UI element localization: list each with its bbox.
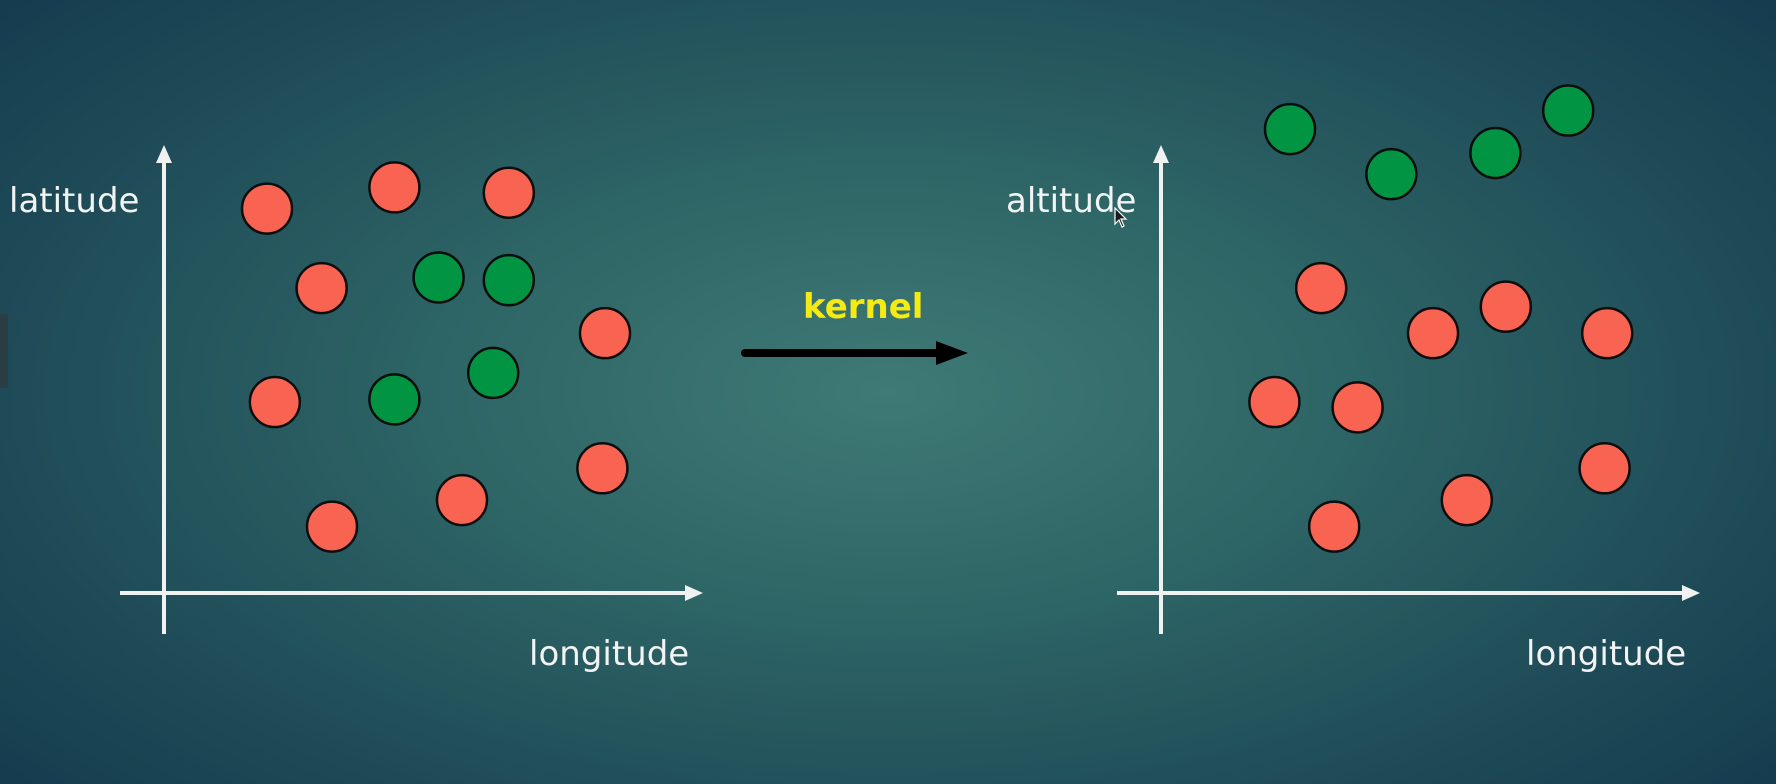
left-point-green-5 xyxy=(412,251,465,304)
side-panel-tab[interactable] xyxy=(0,314,8,388)
left-point-red-3 xyxy=(482,166,536,219)
left-point-red-2 xyxy=(368,161,421,214)
right-point-red-8 xyxy=(1580,306,1634,360)
right-point-green-3 xyxy=(1469,126,1522,180)
left-point-red-9 xyxy=(248,375,302,429)
left-y-axis-label: latitude xyxy=(9,181,140,221)
left-x-axis-arrowhead xyxy=(685,585,703,601)
left-point-red-7 xyxy=(578,306,632,360)
mouse-cursor-icon xyxy=(1114,207,1128,228)
left-point-red-4 xyxy=(295,261,348,315)
left-x-axis-label: longitude xyxy=(529,634,690,674)
left-plot-points xyxy=(240,161,632,553)
right-point-red-12 xyxy=(1440,473,1494,527)
right-plot-points xyxy=(1248,84,1634,553)
right-x-axis-arrowhead xyxy=(1682,585,1700,601)
right-point-red-10 xyxy=(1331,381,1384,434)
kernel-arrow-head xyxy=(936,341,968,365)
left-point-green-10 xyxy=(368,373,421,426)
kernel-label: kernel xyxy=(803,287,924,327)
left-point-green-8 xyxy=(466,346,520,400)
right-y-axis-arrowhead xyxy=(1153,145,1169,163)
right-point-red-6 xyxy=(1406,306,1460,360)
right-point-red-7 xyxy=(1479,280,1533,333)
left-point-red-1 xyxy=(240,182,294,235)
right-point-red-5 xyxy=(1294,261,1348,315)
right-point-red-11 xyxy=(1578,442,1631,495)
right-point-red-9 xyxy=(1248,375,1301,429)
right-point-green-1 xyxy=(1263,102,1317,156)
right-point-red-13 xyxy=(1307,500,1361,553)
left-point-red-13 xyxy=(305,500,359,553)
left-point-red-12 xyxy=(435,473,489,527)
left-point-red-11 xyxy=(576,442,629,495)
left-point-green-6 xyxy=(482,253,536,307)
right-point-green-4 xyxy=(1541,84,1595,137)
right-point-green-2 xyxy=(1365,147,1418,201)
right-x-axis-label: longitude xyxy=(1526,634,1687,674)
left-y-axis-arrowhead xyxy=(156,145,172,163)
